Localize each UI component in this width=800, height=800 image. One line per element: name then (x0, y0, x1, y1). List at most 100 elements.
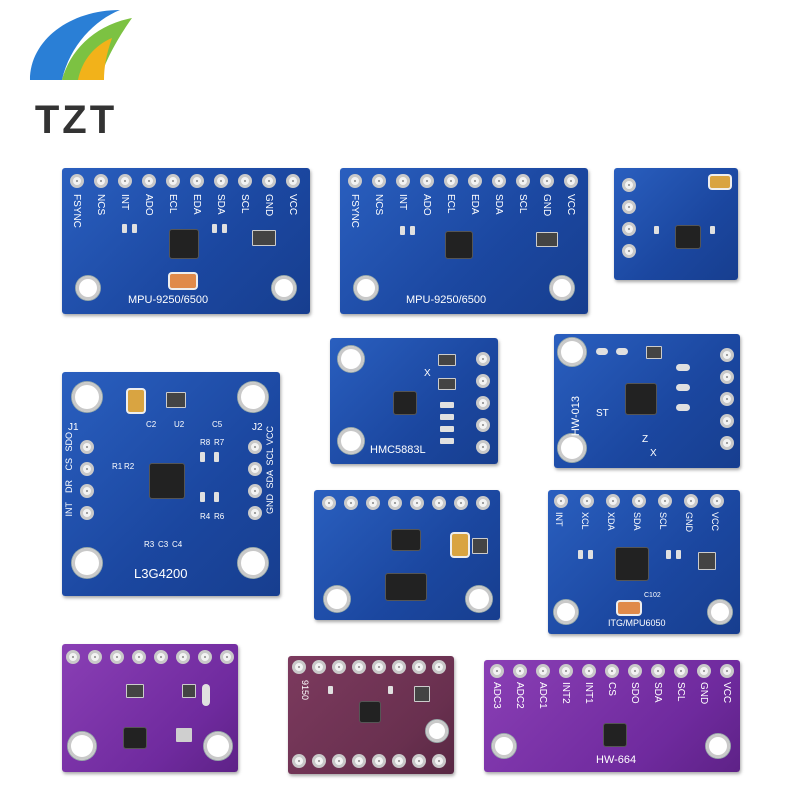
pin-hole (348, 174, 362, 188)
smd-capacitor (676, 404, 690, 411)
pressure-sensor (176, 728, 192, 742)
logo-swoosh-icon (30, 10, 132, 80)
pin-hole (559, 664, 573, 678)
pin-label: ECL (167, 194, 178, 214)
pin-hole (94, 174, 108, 188)
pin-hole (176, 650, 190, 664)
pin-hole (432, 496, 446, 510)
pin-hole (651, 664, 665, 678)
smd-component (182, 684, 196, 698)
mounting-hole (72, 548, 102, 578)
pin-hole (248, 462, 262, 476)
axis-label: X (650, 448, 657, 459)
pin-hole (622, 244, 636, 258)
board-blue-middle (314, 490, 500, 620)
sensor-chip (604, 724, 626, 746)
pin-hole (248, 440, 262, 454)
pin-hole (132, 650, 146, 664)
pin-hole (214, 174, 228, 188)
pin-hole (476, 496, 490, 510)
smd-resistor (328, 686, 333, 694)
board-mpu6050: INT XCL XDA SDA SCL GND VCC C102 ITG/MPU… (548, 490, 740, 634)
voltage-regulator (536, 232, 558, 247)
silk-label: J2 (252, 422, 263, 433)
smd-resistor (200, 492, 205, 502)
mounting-hole (76, 276, 100, 300)
pin-hole (198, 650, 212, 664)
mounting-hole (708, 600, 732, 624)
mounting-hole (238, 548, 268, 578)
pin-label: GND (263, 194, 274, 217)
pin-hole (476, 352, 490, 366)
pin-label: SDA (493, 194, 504, 215)
pin-label: INT (119, 194, 130, 211)
pin-hole (490, 664, 504, 678)
board-maroon-9150: 9150 (288, 656, 454, 774)
pin-hole (476, 396, 490, 410)
silk-label: R3 (144, 540, 155, 549)
pin-label: SCL (517, 194, 528, 214)
pin-hole (476, 418, 490, 432)
pin-label: SDO (64, 432, 74, 452)
smd-component (126, 684, 144, 698)
pin-label: SDA (652, 682, 663, 703)
pin-hole (248, 484, 262, 498)
pin-label: SCL (658, 512, 668, 530)
silk-label: ST (596, 408, 609, 419)
smd-capacitor (676, 384, 690, 391)
smd-resistor (676, 550, 681, 559)
pin-label: VCC (710, 512, 720, 532)
mounting-hole (324, 586, 350, 612)
pin-label: CS (64, 458, 74, 471)
pin-hole (344, 496, 358, 510)
pin-label: ADC1 (537, 682, 548, 709)
smd-capacitor (616, 348, 628, 355)
smd-resistor (578, 550, 583, 559)
sensor-chip (616, 548, 648, 580)
silk-label: R6 (214, 512, 225, 521)
mounting-hole (338, 346, 364, 372)
pin-hole (564, 174, 578, 188)
pin-label: INT (554, 512, 564, 527)
smd-component (438, 378, 456, 390)
pin-label: ADO (143, 194, 154, 216)
mounting-hole (272, 276, 296, 300)
mounting-hole (72, 382, 102, 412)
mounting-hole (558, 338, 586, 366)
mounting-hole (558, 434, 586, 462)
board-hw013: HW-013 ST Z X (554, 334, 740, 468)
voltage-regulator (472, 538, 488, 554)
pin-label: EDA (191, 194, 202, 215)
sensor-chip (360, 702, 380, 722)
pin-label: INT1 (583, 682, 594, 704)
mounting-hole (426, 720, 448, 742)
pin-hole (540, 174, 554, 188)
pin-hole (605, 664, 619, 678)
pin-hole (166, 174, 180, 188)
smd-crystal (202, 684, 210, 706)
pin-hole (476, 440, 490, 454)
pin-hole (248, 506, 262, 520)
pin-label: XCL (580, 512, 590, 530)
mounting-hole (338, 428, 364, 454)
pin-hole (286, 174, 300, 188)
pin-label: SDA (265, 470, 275, 489)
mounting-hole (550, 276, 574, 300)
pin-label: GND (684, 512, 694, 532)
pin-hole (88, 650, 102, 664)
pin-label: ADC3 (491, 682, 502, 709)
pin-hole (516, 174, 530, 188)
pin-label: ECL (445, 194, 456, 214)
pin-hole (190, 174, 204, 188)
pin-label: EDA (469, 194, 480, 215)
board-name: 9150 (300, 680, 310, 701)
smd-resistor (212, 224, 217, 233)
smd-resistor (400, 226, 405, 235)
silk-label: R7 (214, 438, 225, 447)
silk-label: R8 (200, 438, 211, 447)
pin-hole (372, 174, 386, 188)
silk-label: U2 (174, 420, 185, 429)
smd-resistor (410, 226, 415, 235)
pin-hole (352, 660, 366, 674)
mounting-hole (238, 382, 268, 412)
